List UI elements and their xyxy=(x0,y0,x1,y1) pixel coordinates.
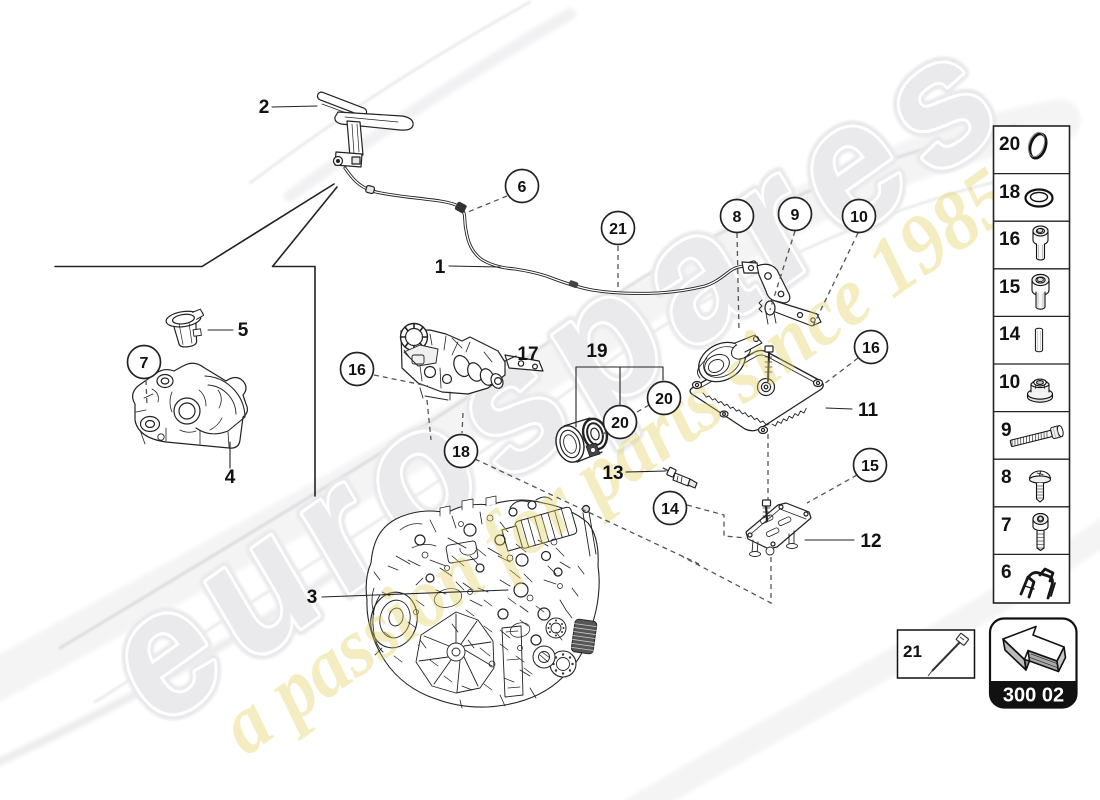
svg-text:7: 7 xyxy=(140,355,149,372)
svg-text:20: 20 xyxy=(611,415,629,432)
svg-text:11: 11 xyxy=(858,400,879,421)
svg-text:21: 21 xyxy=(609,221,627,238)
svg-text:18: 18 xyxy=(999,182,1020,203)
svg-text:10: 10 xyxy=(850,209,868,226)
svg-text:15: 15 xyxy=(861,458,879,475)
svg-text:8: 8 xyxy=(1001,467,1012,488)
svg-text:6: 6 xyxy=(518,179,527,196)
svg-text:21: 21 xyxy=(903,642,922,661)
svg-text:2: 2 xyxy=(259,97,270,118)
svg-text:10: 10 xyxy=(999,372,1020,393)
svg-text:300 02: 300 02 xyxy=(1003,685,1064,707)
svg-text:1: 1 xyxy=(435,257,446,278)
svg-text:9: 9 xyxy=(1001,420,1012,441)
svg-text:17: 17 xyxy=(517,344,538,365)
svg-text:12: 12 xyxy=(860,531,881,552)
svg-text:4: 4 xyxy=(225,467,236,488)
svg-text:5: 5 xyxy=(238,320,249,341)
svg-text:9: 9 xyxy=(791,207,800,224)
svg-text:16: 16 xyxy=(862,340,880,357)
svg-text:16: 16 xyxy=(348,362,366,379)
svg-text:13: 13 xyxy=(602,463,623,484)
svg-text:15: 15 xyxy=(999,277,1021,298)
svg-text:3: 3 xyxy=(307,587,318,608)
svg-text:7: 7 xyxy=(1001,515,1012,536)
svg-text:20: 20 xyxy=(999,134,1020,155)
svg-text:8: 8 xyxy=(733,209,742,226)
svg-text:14: 14 xyxy=(999,324,1021,345)
svg-text:19: 19 xyxy=(586,341,607,362)
svg-text:16: 16 xyxy=(999,229,1020,250)
svg-text:18: 18 xyxy=(452,444,470,461)
svg-text:6: 6 xyxy=(1001,562,1012,583)
svg-text:14: 14 xyxy=(661,501,679,518)
svg-text:20: 20 xyxy=(655,391,673,408)
